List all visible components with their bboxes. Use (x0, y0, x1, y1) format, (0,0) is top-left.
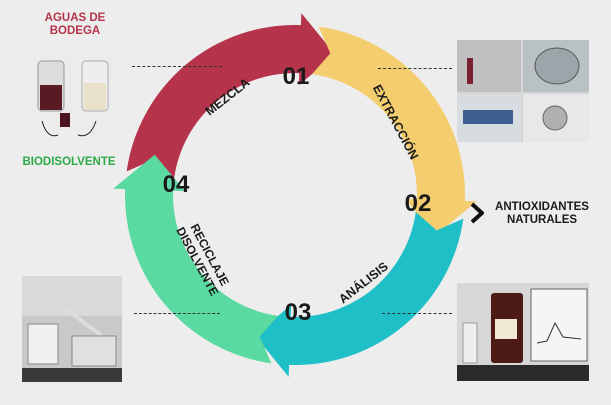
antioxidants-label: ANTIOXIDANTES NATURALES (495, 201, 589, 227)
extraction-equipment-photo (457, 40, 589, 142)
connector-line-top-right (378, 68, 452, 69)
step-number-02: 02 (405, 190, 432, 217)
step-number-01: 01 (283, 63, 310, 90)
cycle-arrow-step-01 (126, 13, 336, 179)
cycle-arrow-step-03 (254, 211, 464, 377)
connector-line-top-left (132, 66, 222, 67)
step-number-04: 04 (163, 171, 190, 198)
cycle-arrow-step-04 (113, 154, 279, 364)
cycle-arrow-step-02 (311, 26, 477, 236)
biosolvent-label: BIODISOLVENTE (22, 156, 116, 168)
source-label: AGUAS DE BODEGA (44, 12, 106, 38)
solvent-recycling-photo (22, 276, 122, 382)
winery-water-photo (22, 43, 116, 149)
analysis-photo (457, 283, 589, 381)
connector-line-bottom-right (382, 313, 452, 314)
connector-line-bottom-left (134, 313, 220, 314)
step-number-03: 03 (285, 299, 312, 326)
chevron-right-icon (470, 202, 484, 224)
